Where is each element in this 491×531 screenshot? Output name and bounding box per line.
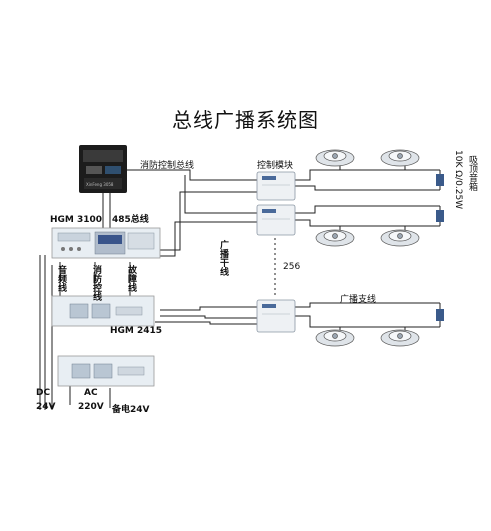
hgm3100-unit: [51, 227, 161, 259]
fire-control-line-label: 消防控线: [91, 265, 101, 301]
speaker-icon: [380, 149, 420, 167]
hgm2415-amplifier-lower: [57, 355, 155, 387]
trunk-count-label: 256: [283, 262, 301, 272]
control-module-label: 控制模块: [257, 161, 294, 171]
fault-line-label: 故障线: [126, 265, 136, 292]
ceiling-speaker-label: 吸顶音箱: [467, 155, 477, 191]
speaker-icon: [315, 149, 355, 167]
hgm2415-amplifier-upper: [51, 295, 155, 327]
bus485-label: 485总线: [112, 215, 149, 225]
audio-line-label: 音频线: [56, 265, 66, 292]
backup-power-label: 备电24V: [112, 405, 150, 415]
ac-label: AC: [84, 388, 98, 398]
dc-label: DC: [36, 388, 51, 398]
ac-voltage-label: 220V: [78, 402, 104, 412]
fire-controller-panel: XinFeng 3058: [79, 145, 127, 193]
hgm2415-label: HGM 2415: [110, 326, 163, 336]
diagram-title: 总线广播系统图: [172, 108, 319, 132]
resistor-icon: [436, 309, 444, 321]
speaker-spec-label: 10K Ω/0.25W: [453, 150, 463, 210]
broadcast-branch-label: 广播支线: [340, 295, 377, 305]
dc-voltage-label: 24V: [36, 402, 56, 412]
controller-display-text: XinFeng 3058: [86, 182, 114, 187]
resistor-icon: [436, 210, 444, 222]
control-module-2: [256, 204, 296, 236]
speaker-icon: [315, 229, 355, 247]
hgm3100-label: HGM 3100: [50, 215, 103, 225]
speaker-icon: [315, 329, 355, 347]
broadcast-trunk-label: 广播干线: [218, 240, 228, 276]
wiring: [39, 165, 440, 410]
control-module-1: [256, 171, 296, 201]
control-module-3: [256, 299, 296, 333]
fire-control-bus-label: 消防控制总线: [140, 161, 195, 171]
resistor-icon: [436, 174, 444, 186]
speaker-icon: [380, 329, 420, 347]
speaker-icon: [380, 229, 420, 247]
ceiling-speakers: [315, 149, 420, 347]
end-of-line-resistors: [436, 170, 444, 327]
